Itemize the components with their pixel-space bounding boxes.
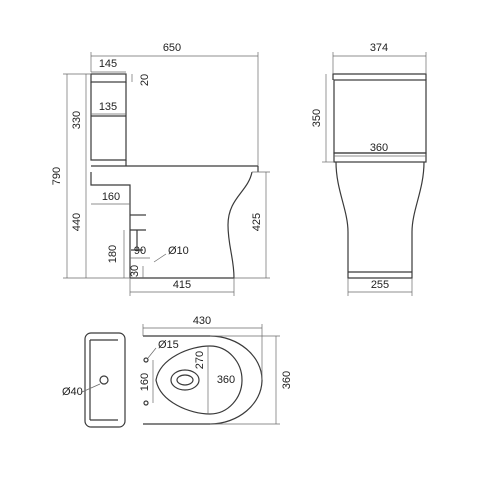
dim-label-430: 430 <box>193 315 211 327</box>
dim-label-90: 90 <box>134 245 146 257</box>
dim-label-360-front: 360 <box>370 142 388 154</box>
top-drain-inner <box>176 374 194 386</box>
top-fixing-hole-upper <box>143 357 149 363</box>
front-cistern-lid <box>332 73 427 80</box>
dim-label-270: 270 <box>194 351 206 369</box>
side-bowl-profile <box>130 171 253 279</box>
side-water-pipe <box>130 229 146 251</box>
side-cistern-lid <box>90 73 127 83</box>
dim-label-fixing-hole-diameter: Ø15 <box>158 339 179 351</box>
dim-label-160-top: 160 <box>139 373 151 391</box>
dim-label-790: 790 <box>51 167 63 185</box>
dim-label-330: 330 <box>71 111 83 129</box>
dim-label-425: 425 <box>251 213 263 231</box>
top-cistern <box>84 332 126 428</box>
dim-label-pipe-diameter: Ø10 <box>168 245 189 257</box>
top-drain-outer <box>170 369 200 391</box>
dim-label-30: 30 <box>129 265 141 277</box>
side-view: 650 145 20 135 330 790 440 160 180 90 Ø1… <box>51 42 270 296</box>
dim-label-180: 180 <box>107 245 119 263</box>
top-view: 430 Ø15 160 270 360 360 Ø40 <box>62 315 293 428</box>
side-rear-pedestal <box>90 172 131 278</box>
top-flush-button <box>99 375 109 385</box>
dim-label-145: 145 <box>99 58 117 70</box>
top-bowl-inner <box>155 345 243 415</box>
dim-leader-pipe <box>153 253 167 263</box>
top-fixing-hole-lower <box>143 400 149 406</box>
side-cistern-body <box>90 82 127 161</box>
dim-label-button-diameter: Ø40 <box>62 386 83 398</box>
dim-label-160: 160 <box>102 191 120 203</box>
dim-label-20: 20 <box>139 74 151 86</box>
front-seat <box>333 152 427 163</box>
dim-leader-fixing-hole <box>147 347 157 359</box>
top-cistern-inner <box>89 339 118 421</box>
front-view: 374 350 360 255 <box>311 42 427 296</box>
dim-label-650: 650 <box>163 42 181 54</box>
dim-leader-button <box>81 383 101 393</box>
dim-label-350: 350 <box>311 109 323 127</box>
dim-label-255: 255 <box>371 279 389 291</box>
dim-label-360-bowl: 360 <box>217 374 235 386</box>
dim-label-135: 135 <box>99 101 117 113</box>
dim-label-374: 374 <box>370 42 388 54</box>
dim-label-415: 415 <box>173 279 191 291</box>
dim-label-440: 440 <box>71 213 83 231</box>
dim-label-360-top: 360 <box>281 371 293 389</box>
front-pedestal <box>335 161 425 279</box>
